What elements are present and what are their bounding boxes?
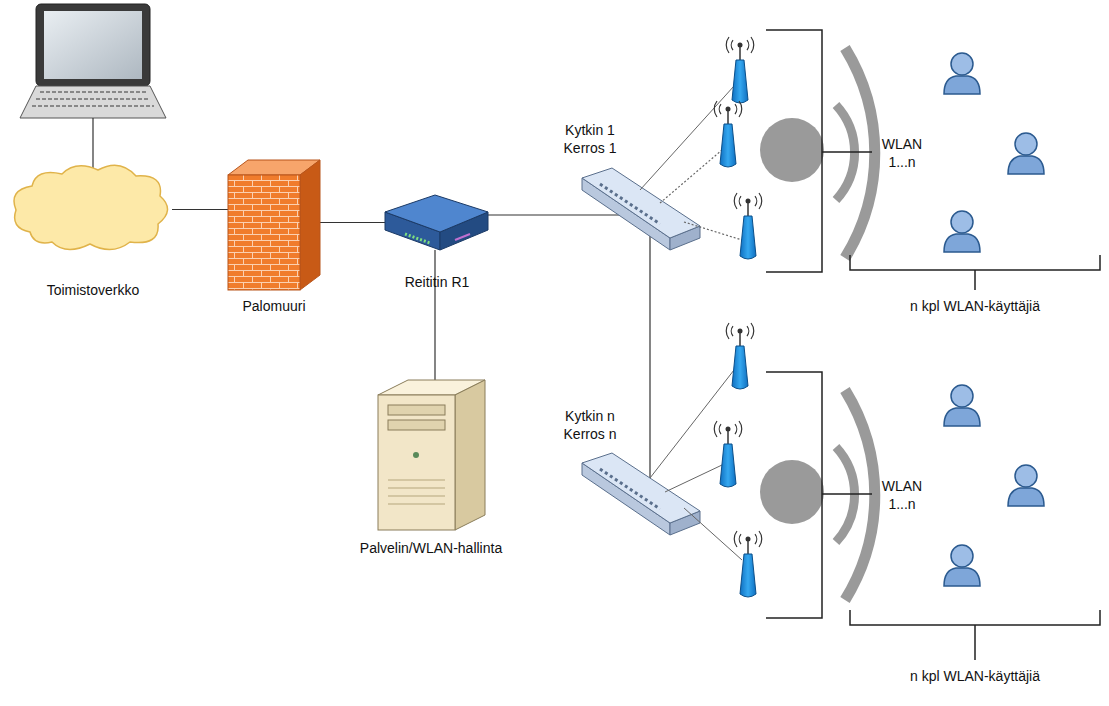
- node-label: Palvelin/WLAN-hallinta: [336, 540, 526, 558]
- node-label: Reititin R1: [377, 274, 497, 292]
- server: Palvelin/WLAN-hallinta: [378, 380, 485, 530]
- switch: Kytkin n Kerros n: [625, 480, 675, 530]
- firewall: Palomuuri: [228, 160, 320, 290]
- switch: Kytkin 1 Kerros 1: [625, 180, 675, 235]
- node-label: Kytkin 1 Kerros 1: [551, 122, 629, 157]
- cloud-network: Toimistoverkko: [12, 172, 172, 247]
- node-label: Toimistoverkko: [23, 282, 163, 300]
- wlan-label: WLAN 1...n: [878, 478, 926, 513]
- network-link: [649, 235, 650, 480]
- node-label: Kytkin n Kerros n: [551, 408, 629, 443]
- node-label: Palomuuri: [214, 298, 334, 316]
- network-link: [488, 214, 625, 215]
- user-count-label: n kpl WLAN-käyttäjiä: [875, 298, 1075, 316]
- router: Reititin R1: [385, 195, 488, 250]
- switch-symbol: [582, 453, 700, 535]
- wlan-label: WLAN 1...n: [878, 136, 926, 171]
- user-count-label: n kpl WLAN-käyttäjiä: [875, 668, 1075, 686]
- network-link: [320, 222, 385, 223]
- network-link: [172, 209, 228, 210]
- switch-symbol: [582, 168, 700, 250]
- network-link: [434, 250, 435, 380]
